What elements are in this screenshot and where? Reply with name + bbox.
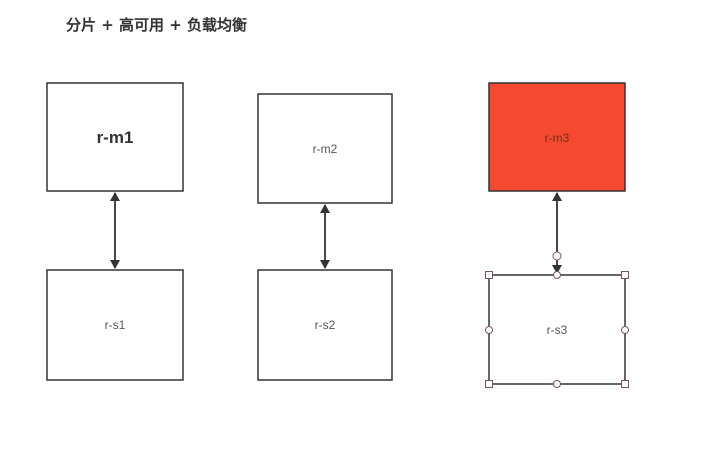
node-r-m3[interactable]: r-m3 — [488, 82, 626, 192]
node-label: r-m3 — [545, 131, 570, 145]
resize-handle-w[interactable] — [485, 326, 493, 334]
node-label: r-s3 — [547, 323, 568, 337]
resize-handle-e[interactable] — [621, 326, 629, 334]
node-label: r-m2 — [313, 142, 338, 156]
node-r-m1[interactable]: r-m1 — [46, 82, 184, 192]
resize-handle-n[interactable] — [553, 271, 561, 279]
diagram-title: 分片 + 高可用 + 负载均衡 — [66, 16, 248, 34]
selection-handles — [485, 251, 629, 388]
node-r-s3[interactable]: r-s3 — [488, 274, 626, 385]
node-label: r-s1 — [105, 318, 126, 332]
resize-handle-sw[interactable] — [485, 380, 493, 388]
connector-end-handle[interactable] — [552, 251, 562, 261]
node-r-m2[interactable]: r-m2 — [257, 93, 393, 204]
resize-handle-nw[interactable] — [485, 271, 493, 279]
node-r-s1[interactable]: r-s1 — [46, 269, 184, 381]
resize-handle-s[interactable] — [553, 380, 561, 388]
node-label: r-m1 — [97, 128, 134, 147]
resize-handle-ne[interactable] — [621, 271, 629, 279]
node-label: r-s2 — [315, 318, 336, 332]
node-r-s2[interactable]: r-s2 — [257, 269, 393, 381]
resize-handle-se[interactable] — [621, 380, 629, 388]
